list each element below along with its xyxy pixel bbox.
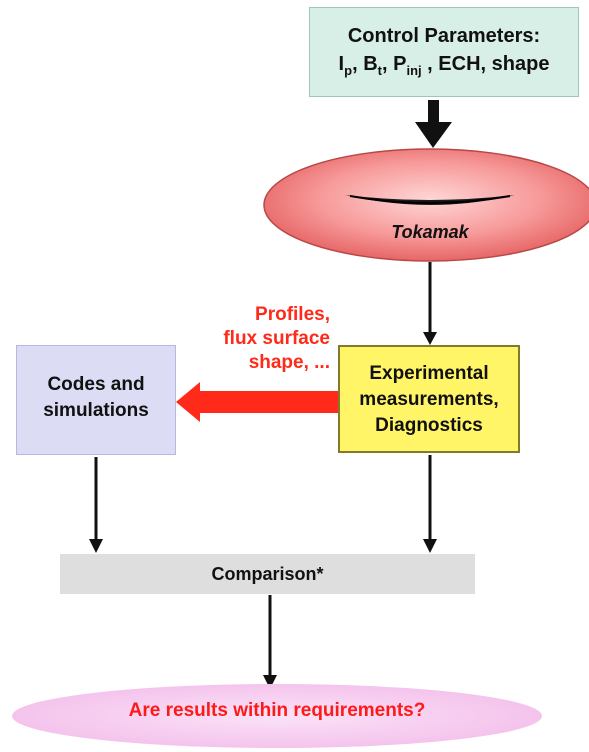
- tokamak-ellipse: [263, 148, 589, 262]
- control-title: Control Parameters:: [347, 25, 541, 47]
- control-parameters-box: Control Parameters: Ip, Bt, Pinj , ECH, …: [309, 7, 579, 97]
- profiles-label: Profiles, flux surface shape, ...: [223, 304, 330, 373]
- arrow-experimental-to-comparison: [423, 455, 437, 553]
- comparison-box: Comparison*: [60, 554, 475, 594]
- control-params: Ip, Bt, Pinj , ECH, shape: [338, 53, 550, 78]
- tokamak-label: Tokamak: [391, 222, 469, 242]
- codes-simulations-box: Codes and simulations: [16, 345, 176, 455]
- arrow-comparison-to-question: [263, 595, 277, 689]
- question-label: Are results within requirements?: [128, 700, 426, 721]
- arrow-codes-to-comparison: [89, 457, 103, 553]
- experimental-measurements-box: Experimental measurements, Diagnostics: [338, 345, 520, 453]
- arrow-control-to-tokamak: [415, 100, 452, 148]
- arrow-profiles: [176, 382, 340, 422]
- question-ellipse: [12, 684, 542, 748]
- arrow-tokamak-to-experimental: [423, 262, 437, 345]
